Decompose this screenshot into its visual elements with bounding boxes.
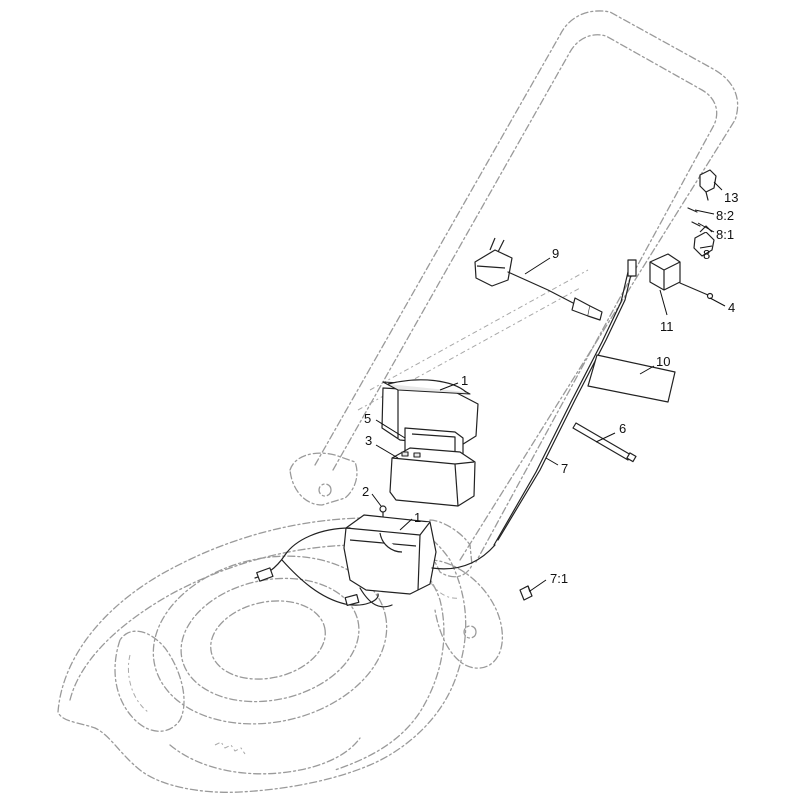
leader-lines — [371, 181, 726, 592]
callout-13: 13 — [724, 190, 738, 205]
part-7-cable — [493, 259, 637, 546]
part-11-switch-housing — [649, 253, 681, 291]
callout-2: 2 — [362, 484, 369, 499]
callout-6: 6 — [619, 421, 626, 436]
callout-labels: 1 1 2 3 4 5 6 7 7:1 8 8:1 8:2 9 10 11 13 — [362, 190, 738, 586]
part-8-1-nut — [691, 221, 701, 227]
part-8-2-washer — [687, 207, 698, 213]
part-9-charger — [474, 237, 603, 321]
part-4-bolt — [679, 282, 714, 300]
callout-4: 4 — [728, 300, 735, 315]
part-6-cable-tie — [572, 422, 637, 463]
part-3-battery — [389, 447, 476, 507]
callout-1-tray: 1 — [414, 510, 421, 525]
wire-harness — [254, 527, 496, 608]
mower-outline — [57, 10, 739, 793]
callout-7-1: 7:1 — [550, 571, 568, 586]
callout-8-1: 8:1 — [716, 227, 734, 242]
part-10-label — [587, 354, 676, 403]
callout-9: 9 — [552, 246, 559, 261]
callout-7: 7 — [561, 461, 568, 476]
callout-10: 10 — [656, 354, 670, 369]
part-7-1-clip — [519, 585, 533, 601]
callout-3: 3 — [365, 433, 372, 448]
callout-1-cover: 1 — [461, 373, 468, 388]
part-13-key — [699, 169, 717, 201]
part-1-battery-tray — [343, 514, 437, 595]
callout-8: 8 — [703, 247, 710, 262]
callout-5: 5 — [364, 411, 371, 426]
callout-11: 11 — [660, 319, 674, 334]
callout-8-2: 8:2 — [716, 208, 734, 223]
